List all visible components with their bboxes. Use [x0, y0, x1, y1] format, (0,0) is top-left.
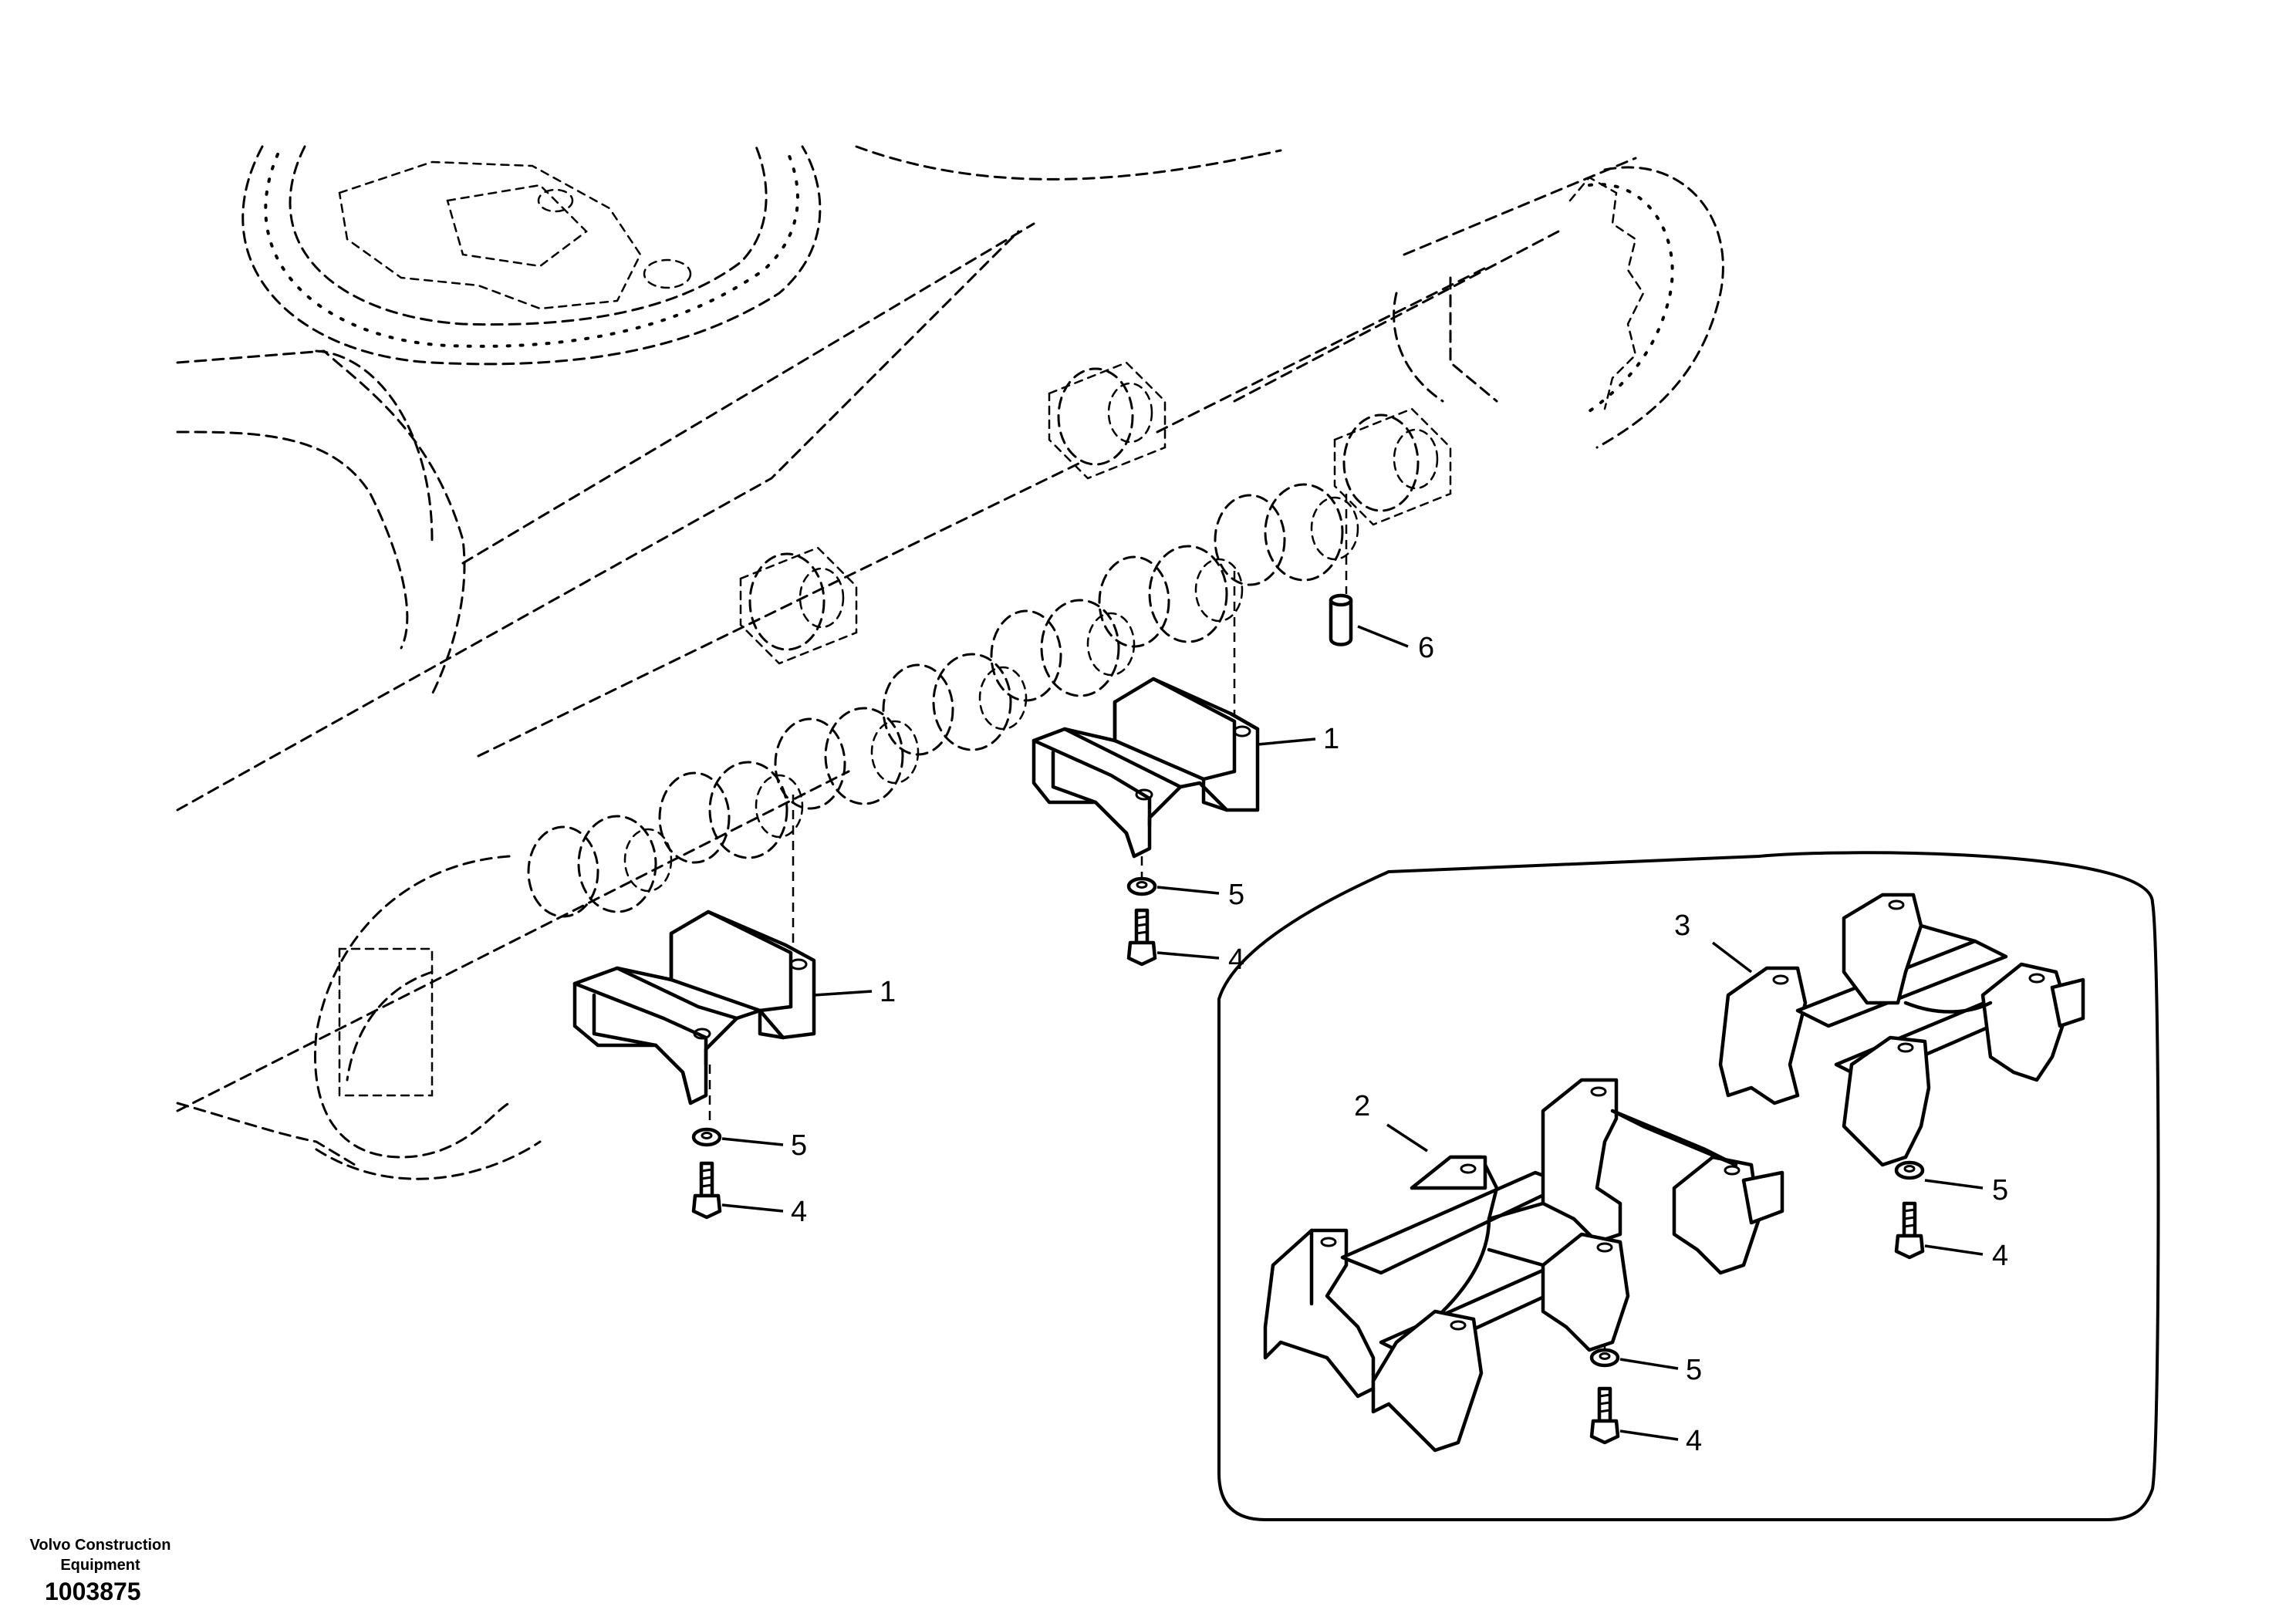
track-roller — [1098, 545, 1244, 648]
callout-upper-guard: 1 — [1323, 723, 1339, 755]
carrier-roller — [1048, 361, 1167, 480]
callout-upper-washer: 5 — [1228, 879, 1244, 911]
carrier-roller — [739, 546, 858, 665]
track-roller — [774, 707, 920, 810]
company-name: Volvo Construction Equipment — [29, 1537, 171, 1574]
callout-lower-bolt: 4 — [791, 1196, 807, 1228]
callout-inset-rear-washer: 5 — [1992, 1174, 2008, 1207]
track-rollers-phantom — [527, 361, 1452, 918]
callout-upper-bolt: 4 — [1228, 943, 1244, 976]
upper-track-guard — [1032, 677, 1260, 859]
lower-track-guard — [572, 910, 816, 1105]
lower-bolt — [691, 1161, 722, 1220]
callout-inset-rear-guard: 3 — [1674, 910, 1690, 942]
callout-inset-rear-bolt: 4 — [1992, 1240, 2008, 1272]
upper-washer — [1126, 876, 1157, 896]
carrier-roller — [1333, 407, 1452, 526]
pin-part — [1329, 593, 1353, 646]
leader-lines — [721, 625, 1984, 1441]
callout-lower-washer: 5 — [791, 1129, 807, 1162]
upper-bolt — [1126, 908, 1157, 967]
inset-rear-bolt — [1894, 1201, 1925, 1260]
callout-lower-guard: 1 — [880, 976, 896, 1008]
callout-inset-front-bolt: 4 — [1686, 1425, 1702, 1457]
callout-inset-front-guard: 2 — [1354, 1090, 1370, 1122]
track-roller — [527, 815, 673, 918]
callout-inset-front-washer: 5 — [1686, 1354, 1702, 1386]
inset-front-washer — [1589, 1348, 1620, 1368]
inset-guard-front — [1263, 1078, 1784, 1453]
track-roller — [658, 761, 804, 864]
lower-washer — [691, 1127, 722, 1147]
drawing-number: 1003875 — [45, 1578, 141, 1605]
callout-pin: 6 — [1418, 632, 1434, 664]
inset-guard-rear — [1718, 893, 2085, 1167]
undercarriage-frame-phantom — [176, 145, 1724, 1180]
callout-labels: 6 1 1 5 4 5 4 2 3 5 4 5 4 — [791, 632, 2008, 1457]
inset-panel — [1217, 851, 2160, 1521]
inset-rear-washer — [1894, 1160, 1925, 1180]
track-roller — [882, 653, 1028, 756]
track-roller — [1214, 483, 1359, 586]
inset-front-bolt — [1589, 1386, 1620, 1445]
track-roller — [990, 599, 1136, 702]
